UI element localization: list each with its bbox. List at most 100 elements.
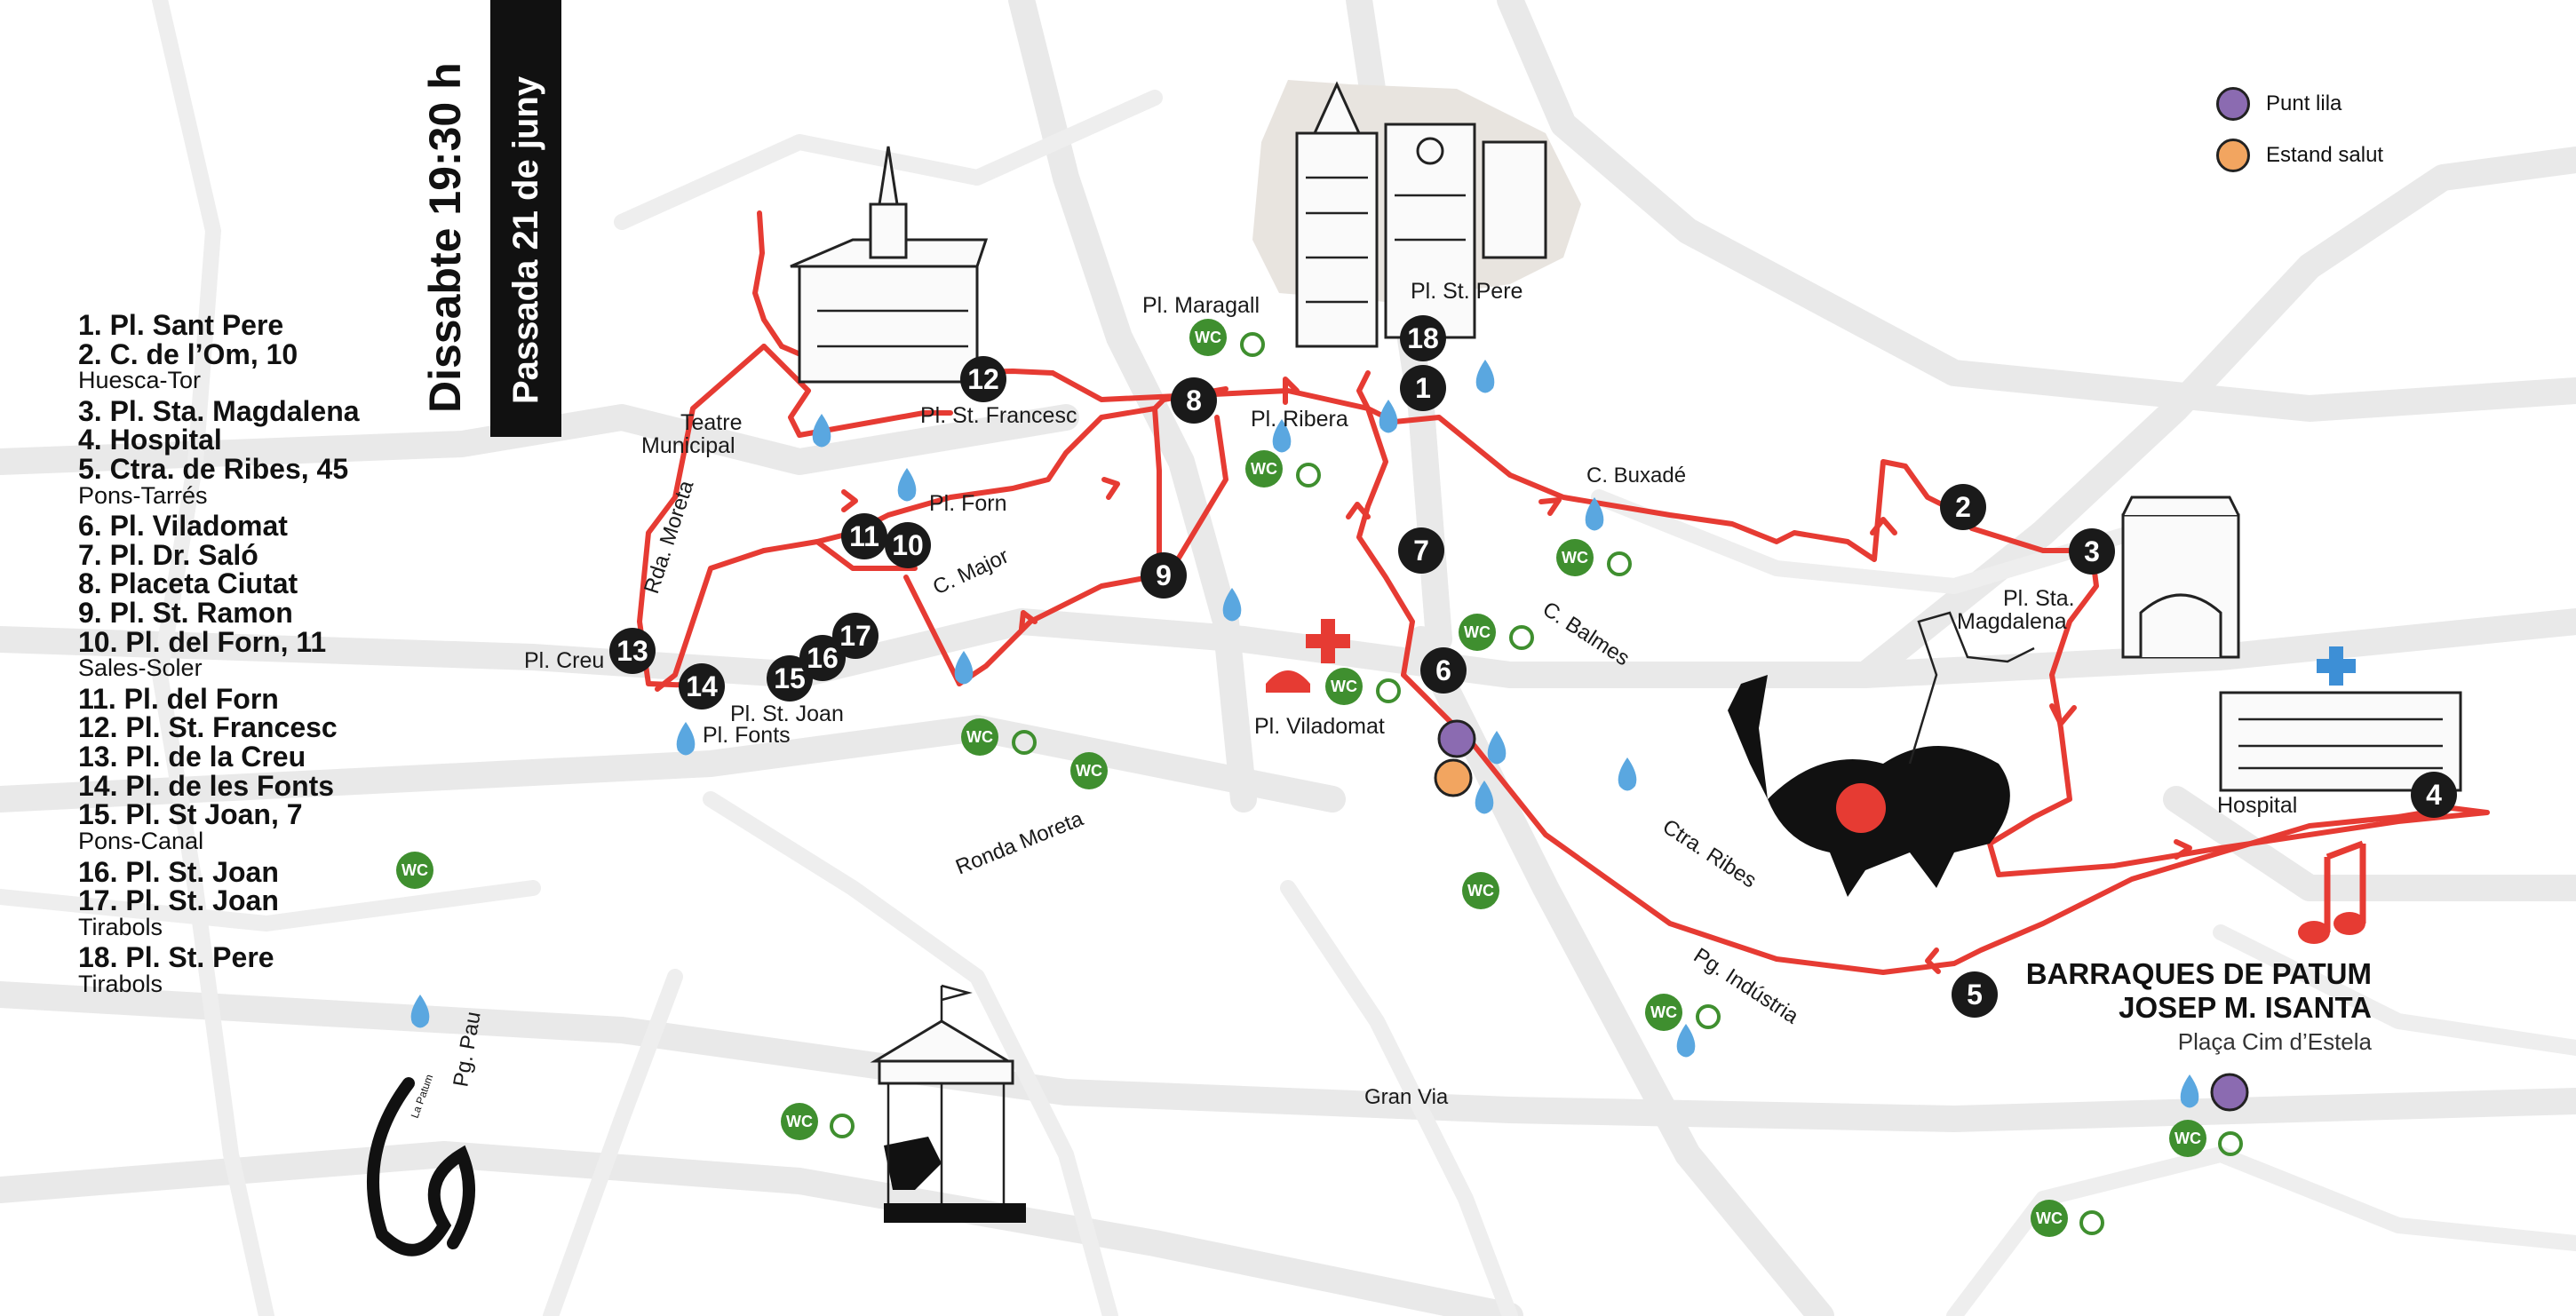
event-title: Passada 21 de juny <box>506 75 545 404</box>
wc-icon: WC <box>961 718 998 756</box>
stop-marker-17[interactable]: 17 <box>832 613 879 659</box>
water-drop-icon <box>1475 781 1494 814</box>
label-c-buxade: C. Buxadé <box>1586 464 1686 488</box>
route-arrows <box>841 377 2192 974</box>
stop-list-item: 9. Pl. St. Ramon <box>78 599 416 628</box>
stop-marker-16[interactable]: 16 <box>799 635 846 681</box>
stop-marker-13[interactable]: 13 <box>609 628 656 674</box>
stop-marker-10[interactable]: 10 <box>885 522 931 568</box>
accessibility-icon <box>1696 1004 1721 1029</box>
stop-marker-12[interactable]: 12 <box>960 356 1006 402</box>
water-drop-icon <box>1222 588 1242 622</box>
stop-marker-11[interactable]: 11 <box>841 513 887 559</box>
svg-text:11: 11 <box>849 520 879 552</box>
punt-lila-marker <box>1437 719 1476 758</box>
stop-marker-2[interactable]: 2 <box>1940 484 1986 530</box>
accessibility-icon <box>2079 1210 2104 1235</box>
svg-text:WC: WC <box>1464 623 1491 641</box>
stop-marker-1[interactable]: 1 <box>1400 365 1446 411</box>
stop-marker-14[interactable]: 14 <box>679 663 725 710</box>
stop-list-item: 6. Pl. Viladomat <box>78 511 416 541</box>
water-drop-icon <box>676 722 696 756</box>
stop-list-item: 12. Pl. St. Francesc <box>78 713 416 742</box>
wc-icon: WC <box>781 1103 818 1140</box>
stop-list-item: 8. Placeta Ciutat <box>78 569 416 599</box>
stop-list-item: 11. Pl. del Forn <box>78 685 416 714</box>
stop-marker-9[interactable]: 9 <box>1141 552 1187 599</box>
svg-text:16: 16 <box>807 642 839 674</box>
stop-marker-4[interactable]: 4 <box>2411 772 2457 818</box>
stop-list-item: 16. Pl. St. Joan <box>78 857 416 887</box>
stop-name: 17. Pl. St. Joan <box>78 884 279 917</box>
accessibility-icon <box>1607 551 1632 576</box>
stop-name: 1. Pl. Sant Pere <box>78 309 284 341</box>
stop-host: Huesca-Tor <box>78 367 202 394</box>
hospital-illustration <box>2219 646 2462 792</box>
stop-list-item: 7. Pl. Dr. Saló <box>78 541 416 570</box>
svg-text:WC: WC <box>1195 329 1221 346</box>
stop-list-item: 14. Pl. de les Fonts <box>78 772 416 801</box>
water-drop-icon <box>1379 400 1398 433</box>
stop-name: 15. Pl. St Joan, 7 <box>78 798 303 831</box>
svg-text:WC: WC <box>1467 882 1494 900</box>
label-pl-maragall: Pl. Maragall <box>1142 293 1260 318</box>
stop-name: 2. C. de l’Om, 10 <box>78 337 298 370</box>
stop-name: 9. Pl. St. Ramon <box>78 597 293 630</box>
stop-marker-7[interactable]: 7 <box>1398 527 1444 574</box>
svg-text:17: 17 <box>839 620 871 652</box>
svg-text:WC: WC <box>1251 460 1277 478</box>
stop-name: 13. Pl. de la Creu <box>78 741 306 773</box>
label-pl-st-pere: Pl. St. Pere <box>1411 279 1523 304</box>
wc-icon: WC <box>1556 539 1594 576</box>
svg-text:WC: WC <box>2036 1209 2063 1227</box>
legend-item-punt-lila: Punt lila <box>2216 78 2483 130</box>
estand-salut-marker <box>1434 758 1473 797</box>
water-drop-icon <box>1676 1024 1696 1058</box>
accessibility-icon <box>1240 332 1265 357</box>
svg-text:2: 2 <box>1955 491 1971 523</box>
svg-text:13: 13 <box>616 635 648 667</box>
svg-text:9: 9 <box>1156 559 1172 591</box>
wc-icon: WC <box>1189 319 1227 356</box>
legend: Punt lila Estand salut <box>2216 78 2483 181</box>
label-pl-st-joan: Pl. St. Joan <box>730 702 844 726</box>
stop-marker-6[interactable]: 6 <box>1420 647 1467 694</box>
music-note-icon <box>2298 840 2366 944</box>
svg-text:8: 8 <box>1186 384 1202 416</box>
water-drop-icon <box>1618 757 1637 791</box>
stop-marker-18[interactable]: 18 <box>1400 315 1446 361</box>
svg-text:12: 12 <box>967 363 999 395</box>
stop-name: 3. Pl. Sta. Magdalena <box>78 394 360 427</box>
label-ctra-ribes: Ctra. Ribes <box>1658 814 1761 892</box>
date-banner-box <box>490 0 561 437</box>
svg-text:5: 5 <box>1967 979 1983 1011</box>
stop-name: 14. Pl. de les Fonts <box>78 769 335 802</box>
label-c-balmes: C. Balmes <box>1538 597 1634 670</box>
svg-text:WC: WC <box>1331 678 1357 695</box>
svg-text:3: 3 <box>2084 535 2100 567</box>
svg-text:WC: WC <box>2174 1130 2201 1147</box>
stop-list-item: 1. Pl. Sant Pere <box>78 311 416 340</box>
stop-marker-3[interactable]: 3 <box>2069 528 2115 575</box>
stop-name: 6. Pl. Viladomat <box>78 510 288 543</box>
wc-icon: WC <box>2031 1200 2068 1237</box>
stop-list-item: 3. Pl. Sta. Magdalena <box>78 397 416 426</box>
barraques-label: BARRAQUES DE PATUM JOSEP M. ISANTA Plaça… <box>1954 957 2372 1056</box>
carousel-illustration <box>870 984 1026 1223</box>
stop-marker-8[interactable]: 8 <box>1171 377 1217 424</box>
water-drop-icon <box>2180 1074 2199 1108</box>
svg-text:14: 14 <box>686 670 718 702</box>
stop-host: Pons-Canal <box>78 827 204 854</box>
stop-name: 10. Pl. del Forn, 11 <box>78 625 327 658</box>
first-aid-icon <box>1266 619 1350 693</box>
accessibility-icon <box>1509 625 1534 650</box>
water-drop-icon <box>897 468 917 502</box>
label-pl-sta-magdalena-2: Magdalena <box>1957 609 2067 634</box>
svg-text:WC: WC <box>402 861 428 879</box>
svg-text:WC: WC <box>1650 1003 1677 1021</box>
stop-marker-5[interactable]: 5 <box>1952 971 1998 1018</box>
dragon-illustration <box>1728 611 2035 897</box>
